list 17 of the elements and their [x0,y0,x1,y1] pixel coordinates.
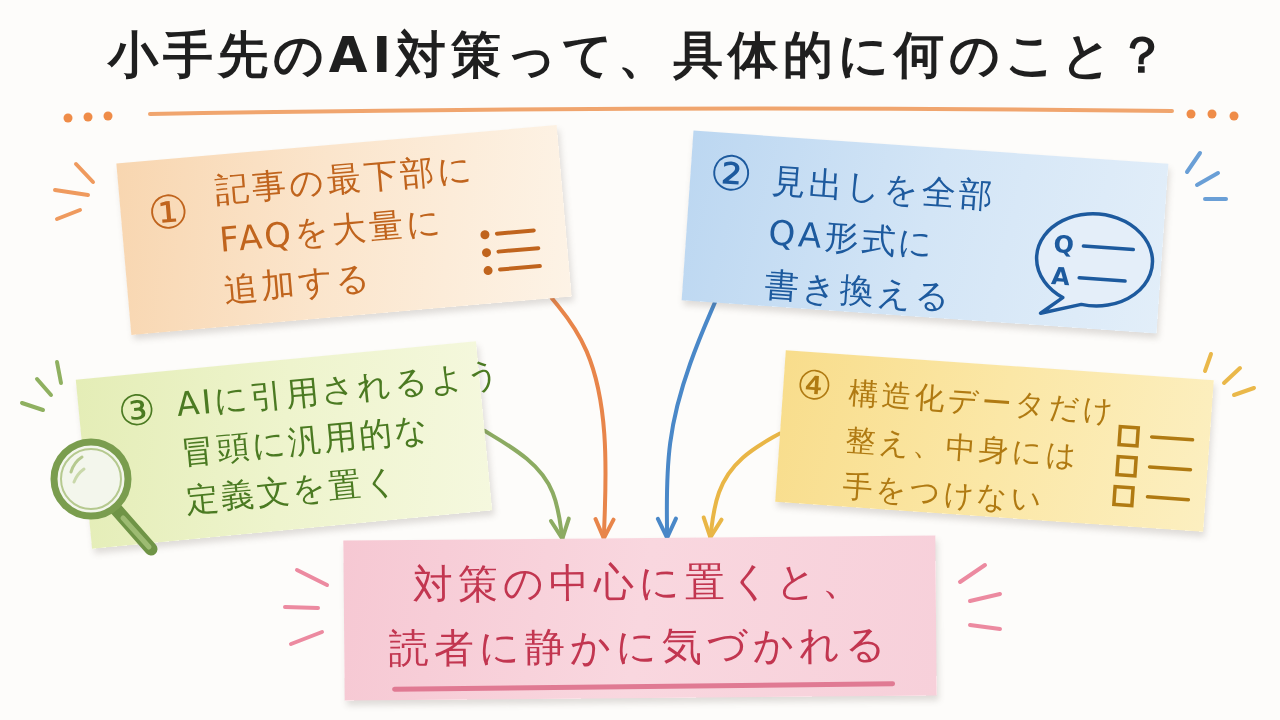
step-number: ① [145,187,191,237]
title: 小手先のAI対策って、具体的に何のこと？ [107,25,1173,86]
note-text: 対策の中心に置くと、読者に静かに気づかれる [388,556,892,674]
arrow [482,428,571,541]
arrow [549,296,616,541]
arrow [655,300,717,540]
sticky-note [343,535,937,701]
note-text: 記事の最下部にFAQを大量に追加する [212,146,478,312]
note-text: 構造化データだけ整え、中身には手をつけない [840,373,1118,520]
note-text: 見出しを全部QA形式に書き換える [763,159,998,320]
step-number: ④ [794,364,834,407]
step-number: ② [708,147,755,199]
qa-letter: Q [1052,232,1075,258]
arrow [701,431,782,540]
step-number: ③ [116,388,158,434]
qa-letter: A [1050,263,1071,290]
note-text: AIに引用されるよう冒頭に汎用的な定義文を置く [174,352,506,522]
